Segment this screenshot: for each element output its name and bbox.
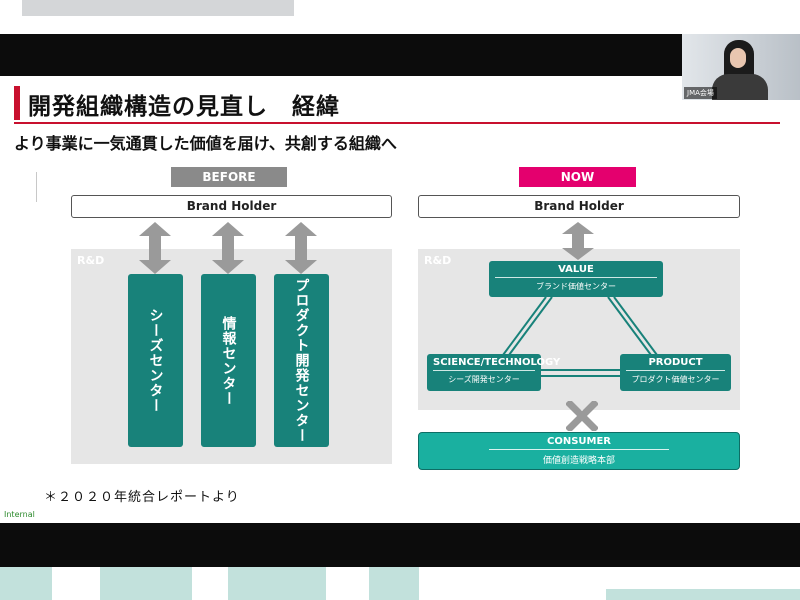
- center-label: プロダクト開発センター: [292, 278, 312, 443]
- consumer-title: CONSUMER: [489, 433, 669, 450]
- background-ghost-block: [606, 589, 800, 600]
- double-arrow-icon: [139, 222, 171, 274]
- title-underline: [14, 122, 780, 124]
- double-arrow-icon: [285, 222, 317, 274]
- center-box-information: 情報センター: [201, 274, 256, 447]
- presenter-video[interactable]: JMA会場: [682, 34, 800, 100]
- consumer-sub: 価値創造戦略本部: [419, 450, 739, 466]
- product-node: PRODUCT プロダクト価値センター: [620, 354, 731, 391]
- center-box-product-development: プロダクト開発センター: [274, 274, 329, 447]
- science-title: SCIENCE/TECHNOLOGY: [433, 354, 535, 371]
- science-technology-node: SCIENCE/TECHNOLOGY シーズ開発センター: [427, 354, 541, 391]
- before-brand-holder: Brand Holder: [71, 195, 392, 218]
- presenter-face: [730, 48, 746, 68]
- letterbox-top: [0, 34, 800, 76]
- now-brand-holder: Brand Holder: [418, 195, 740, 218]
- title-accent-bar: [14, 86, 20, 120]
- slide-title: 開発組織構造の見直し 経緯: [28, 87, 340, 121]
- center-label: 情報センター: [219, 316, 239, 406]
- divider-tick: [36, 172, 37, 202]
- center-label: シーズセンター: [146, 308, 166, 413]
- product-sub: プロダクト価値センター: [620, 371, 731, 385]
- participant-name: JMA会場: [684, 87, 717, 99]
- value-sub: ブランド価値センター: [489, 278, 663, 292]
- before-tag: BEFORE: [171, 167, 287, 187]
- cross-icon: [566, 401, 598, 431]
- background-window-strip: [22, 0, 294, 16]
- background-ghost-block: [100, 567, 192, 600]
- presenter-body: [712, 74, 768, 100]
- science-sub: シーズ開発センター: [427, 371, 541, 385]
- background-ghost-block: [228, 567, 326, 600]
- value-title: VALUE: [495, 261, 657, 278]
- center-box-seeds: シーズセンター: [128, 274, 183, 447]
- value-node: VALUE ブランド価値センター: [489, 261, 663, 297]
- internal-label: Internal: [4, 510, 35, 519]
- background-ghost-block: [369, 567, 419, 600]
- letterbox-bottom: [0, 523, 800, 567]
- double-arrow-icon: [212, 222, 244, 274]
- slide-subtitle: より事業に一気通貫した価値を届け、共創する組織へ: [14, 130, 397, 154]
- product-title: PRODUCT: [626, 354, 725, 371]
- background-ghost-block: [0, 567, 52, 600]
- consumer-box: CONSUMER 価値創造戦略本部: [418, 432, 740, 470]
- now-tag: NOW: [519, 167, 636, 187]
- footnote: ＊２０２０年統合レポートより: [44, 486, 240, 505]
- before-rd-label: R&D: [77, 254, 104, 267]
